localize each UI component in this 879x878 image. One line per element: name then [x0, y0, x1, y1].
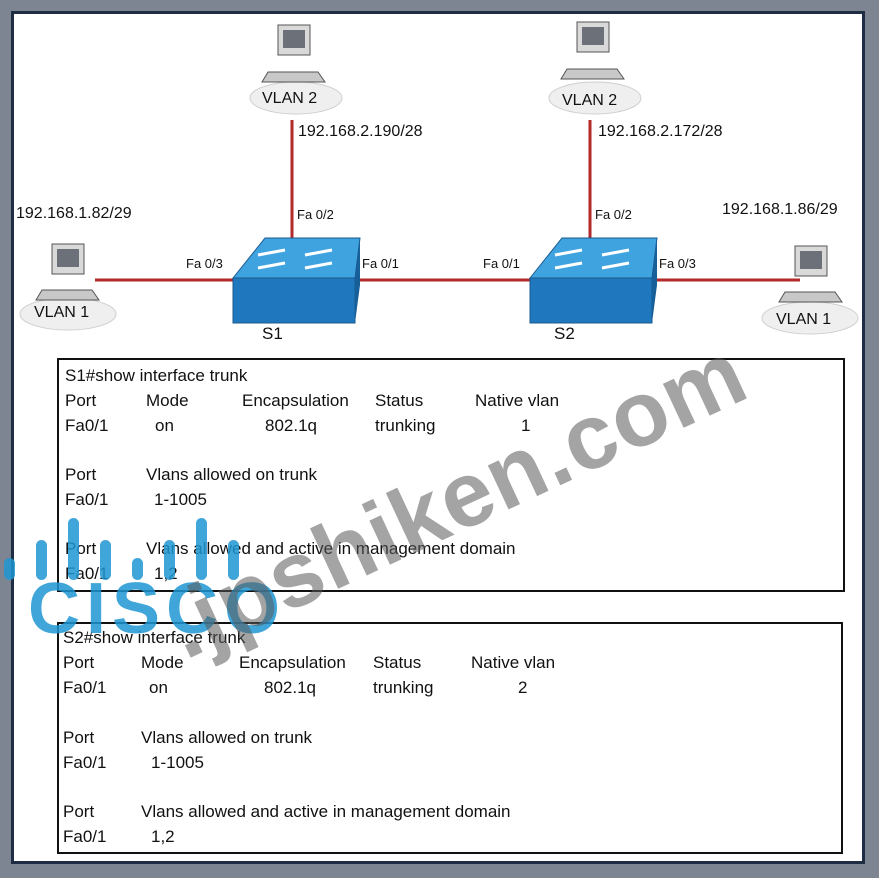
s2-val-encap: 802.1q [264, 678, 316, 697]
s2-port-left: Fa 0/1 [483, 256, 520, 271]
s1-port-top: Fa 0/2 [297, 207, 334, 222]
s1-trunk-output: S1#show interface trunk Port Mode Encaps… [57, 358, 845, 592]
ip-vlan1-right: 192.168.1.86/29 [722, 201, 838, 218]
host-vlan1-right-label: VLAN 1 [776, 311, 832, 328]
switch-name-s2: S2 [554, 324, 575, 343]
cisco-logo-bars [0, 510, 260, 580]
s1-hdr-encap: Encapsulation [242, 391, 349, 410]
s1-command: S1#show interface trunk [65, 366, 248, 385]
s1-hdr-port: Port [65, 391, 97, 410]
s2-val-port: Fa0/1 [63, 678, 107, 697]
s2-allowed-hdr-port: Port [63, 728, 95, 747]
ip-vlan2-right: 192.168.2.172/28 [598, 123, 723, 140]
s1-port-left: Fa 0/3 [186, 256, 223, 271]
s2-val-mode: on [149, 678, 168, 697]
s1-hdr-status: Status [375, 391, 424, 410]
s1-allowed-hdr: Vlans allowed on trunk [146, 465, 318, 484]
pc-icon-vlan1-right [761, 245, 859, 335]
cisco-watermark: CISCO [28, 569, 287, 649]
switch-icon-s1 [231, 237, 361, 324]
s2-port-right: Fa 0/3 [659, 256, 696, 271]
s2-active-vlans: 1,2 [151, 827, 175, 846]
s2-port-top: Fa 0/2 [595, 207, 632, 222]
s2-val-status: trunking [373, 678, 434, 697]
s1-allowed-vlans: 1-1005 [154, 490, 207, 509]
s1-val-mode: on [155, 416, 174, 435]
s2-val-native: 2 [518, 678, 528, 697]
host-vlan2-left-label: VLAN 2 [262, 90, 318, 107]
s2-hdr-port: Port [63, 653, 95, 672]
s1-allowed-port: Fa0/1 [65, 490, 109, 509]
s1-allowed-hdr-port: Port [65, 465, 97, 484]
s2-allowed-port: Fa0/1 [63, 753, 107, 772]
s2-trunk-output: S2#show interface trunk Port Mode Encaps… [57, 622, 843, 854]
s2-hdr-native: Native vlan [471, 653, 556, 672]
s2-hdr-encap: Encapsulation [239, 653, 346, 672]
s2-active-port: Fa0/1 [63, 827, 107, 846]
s2-hdr-status: Status [373, 653, 422, 672]
s1-val-port: Fa0/1 [65, 416, 109, 435]
s2-allowed-hdr: Vlans allowed on trunk [141, 728, 313, 747]
pc-icon-vlan2-left [249, 24, 343, 115]
s1-val-native: 1 [521, 416, 531, 435]
host-vlan1-left-label: VLAN 1 [34, 304, 90, 321]
ip-vlan1-left: 192.168.1.82/29 [16, 205, 132, 222]
pc-icon-vlan1-left [19, 243, 117, 331]
s2-hdr-mode: Mode [141, 653, 184, 672]
s2-allowed-vlans: 1-1005 [151, 753, 204, 772]
s2-active-hdr: Vlans allowed and active in management d… [141, 802, 511, 821]
ip-vlan2-left: 192.168.2.190/28 [298, 123, 423, 140]
s2-command: S2#show interface trunk [63, 628, 246, 647]
switch-icon-s2 [528, 237, 658, 324]
s1-val-status: trunking [375, 416, 436, 435]
s1-hdr-native: Native vlan [475, 391, 560, 410]
s1-hdr-mode: Mode [146, 391, 189, 410]
s2-active-hdr-port: Port [63, 802, 95, 821]
pc-icon-vlan2-right [548, 21, 642, 115]
host-vlan2-right-label: VLAN 2 [562, 92, 618, 109]
s1-val-encap: 802.1q [265, 416, 317, 435]
s1-port-right: Fa 0/1 [362, 256, 399, 271]
switch-name-s1: S1 [262, 324, 283, 343]
